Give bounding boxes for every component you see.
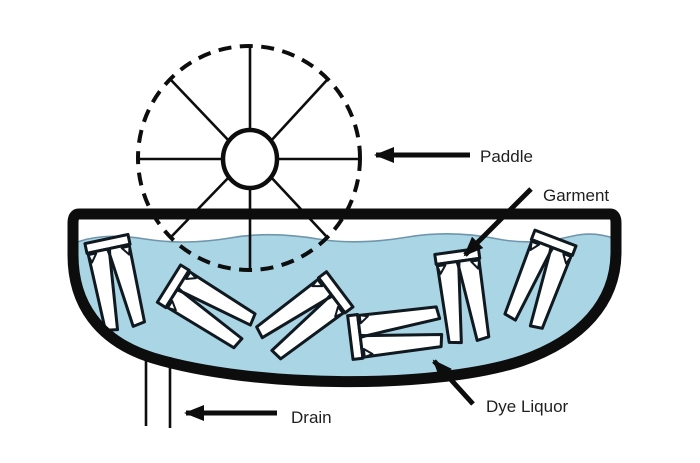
paddle-spoke — [171, 174, 232, 237]
paddle-wheel — [136, 44, 362, 272]
vessel-outline — [67, 208, 622, 388]
paddle-spoke — [170, 79, 232, 144]
garment-arrow — [463, 187, 533, 257]
paddle-wheel-spokes — [139, 48, 361, 269]
paddle-hub — [220, 127, 280, 191]
dye-liquor-arrow — [432, 359, 475, 406]
paddle-spoke — [268, 79, 328, 144]
garment-label: Garment — [543, 186, 609, 205]
paddle-spoke — [268, 174, 327, 237]
dye-liquor-label: Dye Liquor — [486, 397, 569, 416]
paddle-label: Paddle — [480, 147, 533, 166]
drain-label: Drain — [291, 408, 332, 427]
